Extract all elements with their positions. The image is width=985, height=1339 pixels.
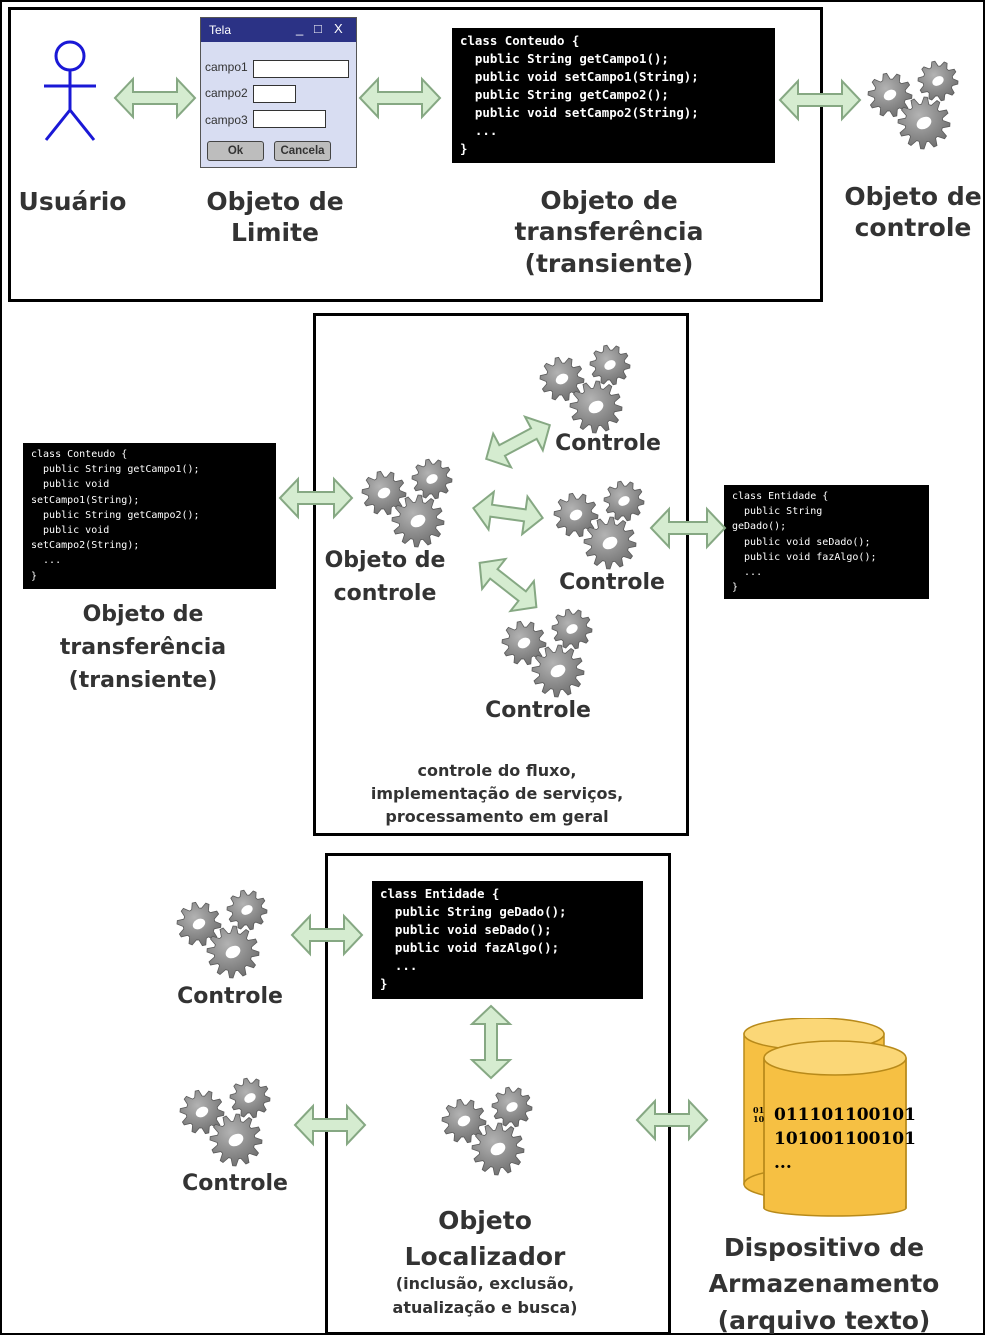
controle-label-3b: Controle (182, 1171, 288, 1196)
cancel-button[interactable]: Cancela (274, 141, 331, 161)
controle-label-mid: Controle (559, 570, 665, 595)
gears-controle-3b-icon (179, 1077, 271, 1167)
arrow-boundary-transfer-icon (358, 76, 442, 120)
gears-controle-bottom-icon (501, 608, 593, 698)
field-label-campo3: campo3 (205, 113, 248, 127)
gears-controle-mid-icon (553, 480, 645, 570)
arrow-locator-storage-icon (635, 1098, 709, 1142)
arrow-controle3b-locator-icon (293, 1103, 367, 1147)
controle-label-bottom: Controle (485, 698, 591, 723)
gears-controle-top-icon (539, 344, 631, 434)
locator-panel-frame (325, 853, 671, 1335)
entity-code-2: class Entidade { public String geDado();… (372, 881, 643, 999)
boundary-panel-frame (8, 7, 823, 302)
window-titlebar: Tela _ □ X (201, 18, 356, 42)
control-object-label-2: Objeto de controle (324, 548, 446, 606)
arrow-transfer2-control-icon (278, 476, 354, 520)
campo1-input[interactable] (253, 60, 349, 78)
control-object-label: Objeto de controle (844, 182, 982, 243)
control-panel-caption: controle do fluxo, implementação de serv… (370, 761, 624, 827)
storage-bits: 011101100101 101001100101 ... (774, 1105, 916, 1173)
boundary-object-label: Objeto de Limite (206, 187, 344, 248)
user-label: Usuário (18, 187, 127, 216)
campo2-input[interactable] (253, 85, 296, 103)
close-icon[interactable]: X (334, 21, 343, 36)
controle-label-3a: Controle (177, 984, 283, 1009)
transfer-object-code-2: class Conteudo { public String getCampo1… (23, 443, 276, 589)
locator-caption: (inclusão, exclusão, atualização e busca… (392, 1274, 578, 1317)
ok-button[interactable]: Ok (207, 141, 264, 161)
entity-code: class Entidade { public String geDado();… (724, 485, 929, 599)
arrow-controle3a-entity-icon (290, 913, 364, 957)
transfer-object-label-2: Objeto de transferência (transiente) (59, 602, 227, 693)
maximize-icon[interactable]: □ (314, 21, 322, 36)
arrow-controle-entity-icon (649, 506, 727, 550)
user-actor-icon (44, 40, 96, 141)
window-title: Tela (209, 23, 232, 37)
storage-bits-back: 01 10 (753, 1105, 765, 1124)
locator-object-label: Objeto Localizador (404, 1206, 566, 1272)
storage-device-label: Dispositivo de Armazenamento (arquivo te… (708, 1233, 940, 1335)
arrow-user-boundary-icon (113, 76, 197, 120)
transfer-object-code: class Conteudo { public String getCampo1… (452, 28, 775, 163)
arrow-control-controle-bottom-icon (478, 557, 538, 613)
campo3-input[interactable] (253, 110, 326, 128)
transfer-object-label: Objeto de transferência (transiente) (514, 186, 704, 278)
controle-label-top: Controle (555, 431, 661, 456)
field-label-campo1: campo1 (205, 60, 248, 74)
arrow-control-controle-top-icon (484, 415, 552, 469)
arrow-control-controle-mid-icon (471, 489, 545, 537)
control-panel-frame (313, 313, 689, 836)
screen-window: Tela _ □ X campo1 campo2 campo3 Ok Cance… (200, 17, 357, 168)
arrow-transfer-control-icon (778, 78, 862, 122)
gears-control-object-1-icon (867, 60, 959, 150)
gears-controle-3a-icon (176, 889, 268, 979)
arrow-entity-locator-icon (469, 1004, 513, 1080)
gears-locator-icon (441, 1086, 533, 1176)
field-label-campo2: campo2 (205, 86, 248, 100)
minimize-icon[interactable]: _ (296, 21, 304, 36)
gears-control-object-2-icon (361, 458, 453, 548)
storage-database-icon (743, 1018, 907, 1217)
